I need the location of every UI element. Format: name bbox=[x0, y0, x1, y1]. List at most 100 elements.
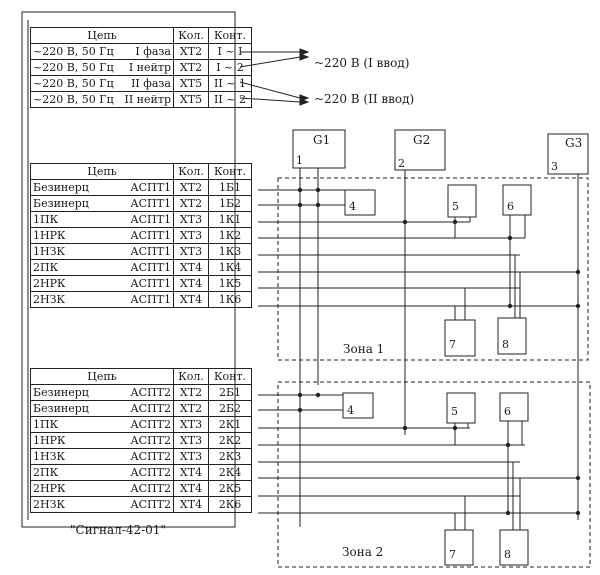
contact-cell: 2К6 bbox=[208, 496, 252, 513]
generator-2-terminal: 2 bbox=[398, 157, 405, 170]
block-cell: XT2 bbox=[173, 384, 209, 401]
circuit-name: Безинерц bbox=[33, 180, 89, 194]
box-5-label: 5 bbox=[452, 200, 459, 213]
circuit-sub: АСПТ1 bbox=[130, 228, 171, 242]
device-caption: "Сигнал-42-01" bbox=[70, 523, 166, 537]
zone2-label: Зона 2 bbox=[342, 545, 384, 559]
contact-cell: 1К2 bbox=[208, 227, 252, 244]
generator-g2-box bbox=[394, 129, 446, 171]
circuit-sub: АСПТ2 bbox=[130, 417, 171, 431]
circuit-sub: II фаза bbox=[131, 76, 171, 90]
circuit-sub: АСПТ1 bbox=[130, 276, 171, 290]
circuit-name: 1НРК bbox=[33, 433, 66, 447]
block-cell: XT3 bbox=[173, 416, 209, 433]
contact-cell: II ~ 1 bbox=[208, 75, 252, 92]
circuit-name: 2НЗК bbox=[33, 292, 65, 306]
contact-cell: 1К5 bbox=[208, 275, 252, 292]
contact-cell: 1К1 bbox=[208, 211, 252, 228]
circuit-sub: АСПТ2 bbox=[130, 465, 171, 479]
circuit-sub: АСПТ1 bbox=[130, 244, 171, 258]
generator-3-terminal: 3 bbox=[551, 160, 558, 173]
generator-g1-label: G1 bbox=[313, 133, 331, 147]
circuit-name: Безинерц bbox=[33, 196, 89, 210]
circuit-sub: I фаза bbox=[135, 44, 171, 58]
circuit-sub: АСПТ1 bbox=[130, 196, 171, 210]
box-8-label: 8 bbox=[504, 548, 511, 561]
circuit-name: 1НРК bbox=[33, 228, 66, 242]
circuit-name: 1НЗК bbox=[33, 244, 65, 258]
contact-cell: 2К1 bbox=[208, 416, 252, 433]
contact-cell: 2К4 bbox=[208, 464, 252, 481]
col-header-block: Кол. bbox=[173, 368, 209, 385]
col-header-block: Кол. bbox=[173, 27, 209, 44]
col-header-circuit: Цепь bbox=[30, 163, 174, 180]
block-cell: XT5 bbox=[173, 91, 209, 108]
input-wires bbox=[239, 51, 301, 103]
circuit-name: 2ПК bbox=[33, 260, 59, 274]
circuit-name: 1ПК bbox=[33, 212, 59, 226]
circuit-name: 2НРК bbox=[33, 276, 66, 290]
circuit-sub: АСПТ2 bbox=[130, 497, 171, 511]
contact-cell: 1Б2 bbox=[208, 195, 252, 212]
block-cell: XT3 bbox=[173, 211, 209, 228]
block-cell: XT4 bbox=[173, 291, 209, 308]
col-header-block: Кол. bbox=[173, 163, 209, 180]
box-8-label: 8 bbox=[502, 338, 509, 351]
block-cell: XT2 bbox=[173, 195, 209, 212]
col-header-contact: Конт. bbox=[208, 27, 252, 44]
generator-g1-box bbox=[292, 129, 346, 169]
box-4-label: 4 bbox=[347, 404, 354, 417]
circuit-sub: АСПТ1 bbox=[130, 260, 171, 274]
generator-1-terminal: 1 bbox=[296, 154, 303, 167]
col-header-circuit: Цепь bbox=[30, 368, 174, 385]
zone1-border bbox=[277, 177, 589, 361]
box-5-label: 5 bbox=[451, 405, 458, 418]
block-cell: XT2 bbox=[173, 400, 209, 417]
circuit-sub: АСПТ2 bbox=[130, 481, 171, 495]
circuit-name: 1НЗК bbox=[33, 449, 65, 463]
circuit-sub: II нейтр bbox=[124, 92, 172, 106]
block-cell: XT4 bbox=[173, 259, 209, 276]
circuit-name: 2НРК bbox=[33, 481, 66, 495]
block-cell: XT2 bbox=[173, 179, 209, 196]
input-1-label: ~220 В (I ввод) bbox=[314, 56, 410, 70]
circuit-sub: АСПТ2 bbox=[130, 449, 171, 463]
contact-cell: 1Б1 bbox=[208, 179, 252, 196]
block-cell: XT3 bbox=[173, 448, 209, 465]
block-cell: XT3 bbox=[173, 243, 209, 260]
contact-cell: II ~ 2 bbox=[208, 91, 252, 108]
col-header-contact: Конт. bbox=[208, 368, 252, 385]
contact-cell: 1К6 bbox=[208, 291, 252, 308]
circuit-name: 1ПК bbox=[33, 417, 59, 431]
zone2-border bbox=[277, 381, 591, 568]
box-4-label: 4 bbox=[349, 200, 356, 213]
block-cell: XT2 bbox=[173, 59, 209, 76]
box-7-label: 7 bbox=[449, 338, 456, 351]
circuit-sub: АСПТ2 bbox=[130, 433, 171, 447]
circuit-name: 2НЗК bbox=[33, 497, 65, 511]
box-6-label: 6 bbox=[504, 405, 511, 418]
contact-cell: 2К2 bbox=[208, 432, 252, 449]
col-header-contact: Конт. bbox=[208, 163, 252, 180]
block-cell: XT2 bbox=[173, 43, 209, 60]
circuit-sub: АСПТ1 bbox=[130, 180, 171, 194]
block-cell: XT3 bbox=[173, 432, 209, 449]
contact-cell: I ~ I bbox=[208, 43, 252, 60]
